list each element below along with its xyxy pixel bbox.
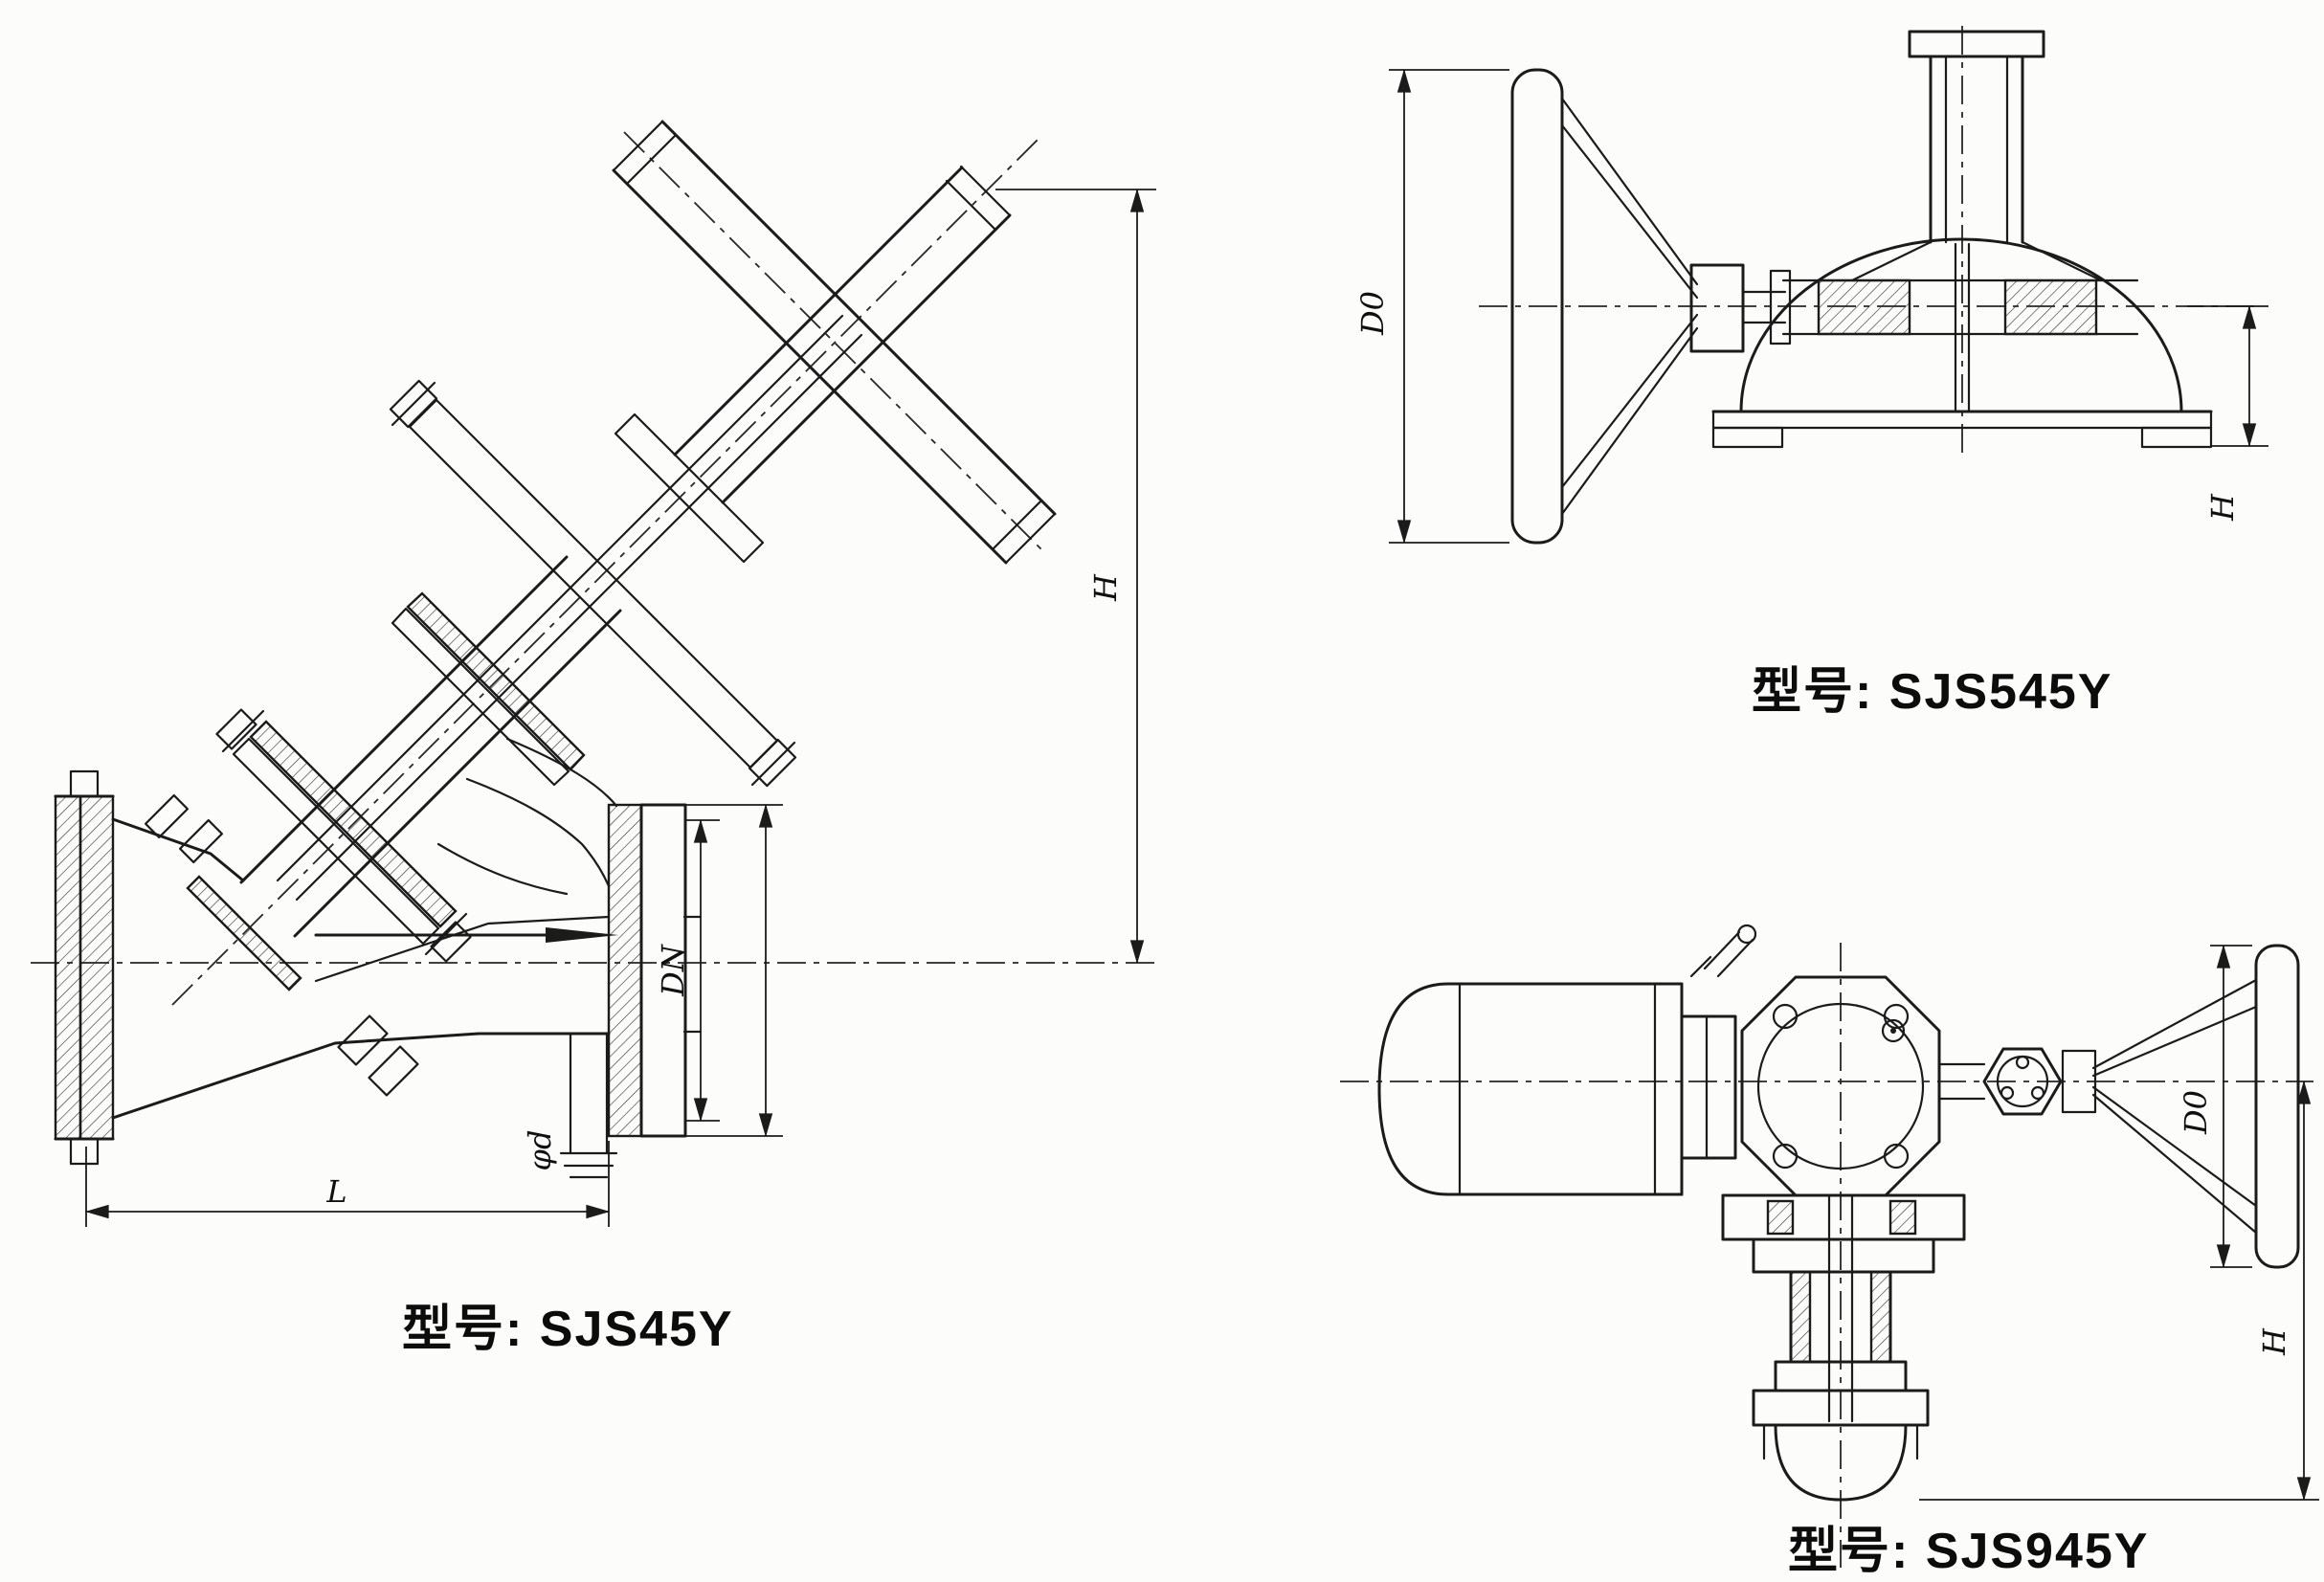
valve-seat-disc (186, 875, 302, 992)
figure-sjs545y: D0 H (1335, 24, 2302, 646)
dimension-height: H (2187, 304, 2268, 522)
dimension-wheel-diameter: D0 (2178, 944, 2252, 1269)
dimension-flange (684, 803, 783, 1138)
model-label-sjs45y: 型号: SJS45Y (402, 1302, 734, 1357)
figure-sjs945y: D0 H (1326, 900, 2324, 1573)
dimension-height: H (1919, 1080, 2319, 1502)
stem-flange-joints (215, 379, 797, 963)
dim-label-h: H (2204, 493, 2241, 522)
dimension-wheel-diameter: D0 (1354, 68, 1509, 545)
declutch-lever (1689, 924, 1757, 978)
centerlines (1340, 943, 2313, 1568)
valve-drawing-sjs545y: D0 H (1354, 26, 2268, 545)
valve-dome-body (1711, 237, 2213, 449)
handwheel-hub (1937, 1047, 2063, 1116)
dim-label-d0: D0 (1354, 291, 1391, 336)
model-label-sjs945y: 型号: SJS945Y (1788, 1524, 2150, 1579)
model-label-sjs545y: 型号: SJS545Y (1752, 664, 2113, 720)
stem-assembly (239, 120, 1057, 938)
dim-label-d0: D0 (2178, 1090, 2214, 1135)
dim-label-drain: φd (522, 1130, 558, 1171)
dim-label-h: H (2256, 1327, 2292, 1356)
handwheel-edge-view (1510, 68, 1792, 545)
dimension-port: DN (655, 818, 720, 1123)
valve-drawing-sjs945y: D0 H (1340, 924, 2319, 1568)
dim-label-l: L (325, 1173, 346, 1210)
actuator-gearbox (1689, 924, 1941, 1197)
valve-bonnet-body (1721, 1193, 1966, 1502)
dimension-height: H (995, 188, 1156, 965)
dimension-drain: φd (522, 1130, 558, 1171)
cross-handle-tube (612, 120, 1057, 565)
dim-label-h: H (1087, 573, 1124, 602)
valve-drawing-sjs45y: H DN L φd (31, 120, 1156, 1227)
dome-internals (1781, 240, 2139, 413)
valve-body (54, 737, 703, 1179)
dimension-length: L (84, 1141, 611, 1227)
top-pipe (1908, 30, 2045, 244)
motor-cylinder (1377, 982, 1737, 1196)
figure-sjs45y: H DN L φd (29, 115, 1206, 1273)
flow-arrow (314, 927, 618, 943)
centerlines (31, 131, 1156, 1006)
drain-plug (559, 1032, 618, 1179)
centerlines (1479, 26, 2262, 457)
dim-label-dn: DN (655, 944, 691, 997)
